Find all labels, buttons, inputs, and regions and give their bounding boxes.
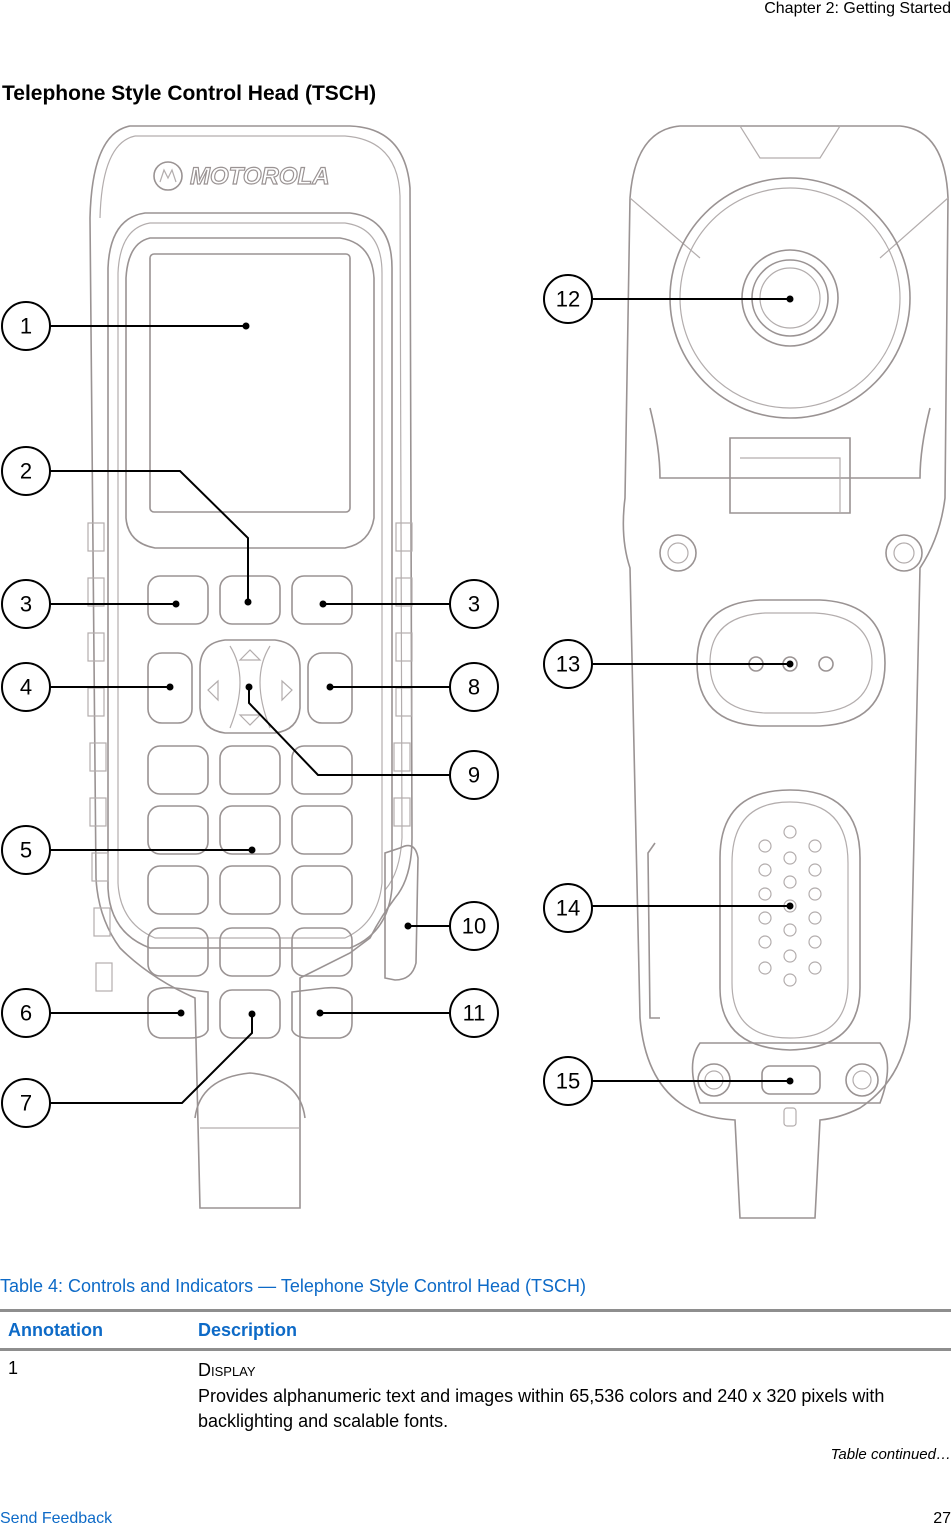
control-name-initial: D (198, 1360, 211, 1380)
callout-label: 4 (20, 675, 32, 700)
table-row-description: DISPLAY Provides alphanumeric text and i… (198, 1358, 898, 1434)
table-row-annotation: 1 (8, 1358, 19, 1378)
control-name-smallcaps: ISPLAY (211, 1364, 256, 1379)
callout-label: 13 (556, 652, 580, 677)
callout-layer: 1 2 3 3 4 8 9 5 10 6 11 7 12 (1, 274, 794, 1128)
callout-label: 3 (468, 592, 480, 617)
callout-label: 9 (468, 763, 480, 788)
table-header-annotation: Annotation (8, 1320, 103, 1340)
tsch-figure: MOTOROLA (1, 125, 949, 1219)
chapter-header: Chapter 2: Getting Started (764, 0, 951, 17)
table-caption: Table 4: Controls and Indicators — Telep… (0, 1276, 586, 1296)
callout-label: 7 (20, 1091, 32, 1116)
callout-label: 15 (556, 1069, 580, 1094)
callout-label: 3 (20, 592, 32, 617)
control-name: DISPLAY (198, 1358, 898, 1384)
callout-label: 5 (20, 838, 32, 863)
callout-label: 12 (556, 287, 580, 312)
callout-label: 11 (463, 1001, 486, 1026)
control-description-text: Provides alphanumeric text and images wi… (198, 1386, 885, 1431)
rear-view-drawing (622, 125, 949, 1219)
page-number: 27 (933, 1510, 951, 1527)
callout-label: 14 (556, 896, 580, 921)
table-header-rule (0, 1348, 951, 1351)
callout-label: 10 (462, 914, 486, 939)
callout-label: 6 (20, 1001, 32, 1026)
callout-label: 1 (20, 314, 32, 339)
section-title: Telephone Style Control Head (TSCH) (2, 82, 377, 105)
callout-label: 2 (20, 459, 32, 484)
callout-label: 8 (468, 675, 480, 700)
front-view-drawing: MOTOROLA (87, 125, 419, 1209)
send-feedback-link[interactable]: Send Feedback (0, 1510, 113, 1527)
table-continued-note: Table continued… (830, 1446, 951, 1463)
table-top-rule (0, 1309, 951, 1312)
table-header-description: Description (198, 1320, 298, 1340)
motorola-logo-text: MOTOROLA (190, 163, 330, 190)
